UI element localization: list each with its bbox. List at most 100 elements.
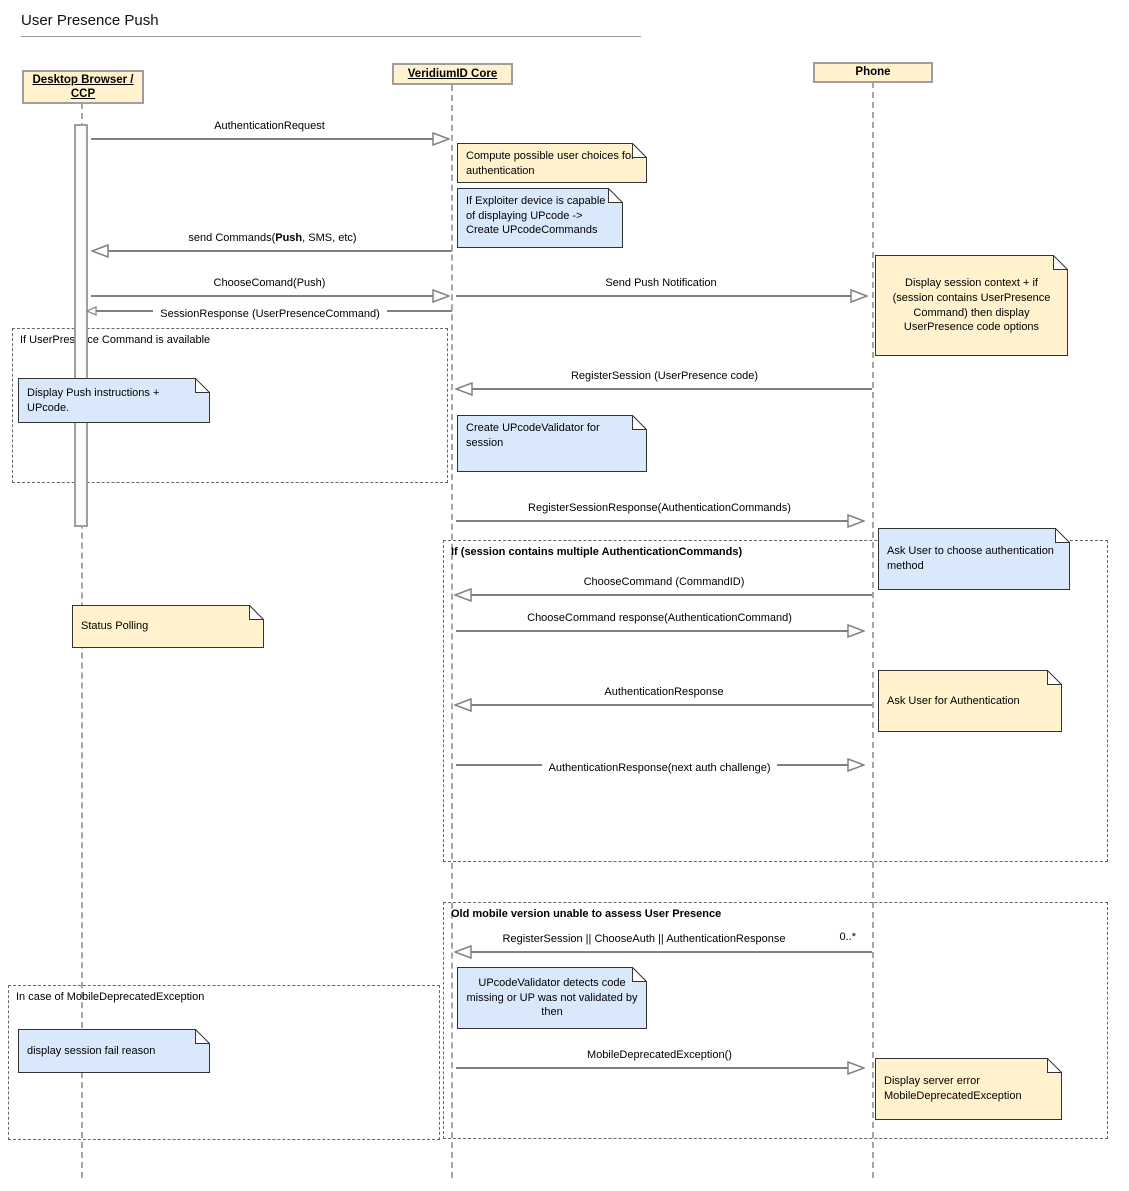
note-exploiter-device-upcode: If Exploiter device is capable of displa… [457,188,623,248]
message-line [456,295,866,297]
arrowhead-right-icon [847,624,865,638]
note-create-upcode-validator: Create UPcodeValidator for session [457,415,647,472]
note-compute-user-choices: Compute possible user choices for authen… [457,143,647,183]
message-label: ChooseCommand response(AuthenticationCom… [527,612,792,624]
note-text: Ask User for Authentication [887,694,1020,707]
note-text: If Exploiter device is capable of displa… [466,195,606,237]
note-fold-icon [632,415,647,430]
note-fold-icon [632,143,647,158]
message-label: AuthenticationResponse(next auth challen… [456,762,863,774]
fragment-label: If UserPresence Command is available [20,334,211,346]
message-register-session-or-chooseauth: RegisterSession || ChooseAuth || Authent… [454,921,872,959]
diagram-title: User Presence Push [21,12,159,29]
arrowhead-right-icon [847,514,865,528]
message-line [91,138,448,140]
note-fold-icon [1055,528,1070,543]
note-display-session-context: Display session context + if (session co… [875,255,1068,356]
message-authentication-response: AuthenticationResponse [454,674,872,712]
note-fold-icon [632,967,647,982]
note-text: Display session context + if (session co… [892,277,1051,334]
message-label: RegisterSession (UserPresence code) [570,370,759,382]
arrowhead-right-icon [432,132,450,146]
actor-label: Phone [855,66,891,79]
arrowhead-left-icon [455,382,473,396]
note-fold-icon [249,605,264,620]
message-label: ChooseCommand (CommandID) [583,576,745,588]
message-label: SessionResponse (UserPresenceCommand) [88,308,452,320]
note-fold-icon [1047,670,1062,685]
note-text: Status Polling [81,620,149,633]
message-line [91,295,448,297]
message-send-commands: send Commands(Push, SMS, etc) [91,220,452,258]
activation-bar-desktop [74,124,88,527]
arrowhead-right-icon [432,289,450,303]
note-fold-icon [195,378,210,393]
note-ask-user-choose-method: Ask User to choose authentication method [878,528,1070,590]
message-line [456,520,863,522]
note-text: display session fail reason [27,1044,156,1057]
lifeline-phone [872,82,874,1178]
arrowhead-left-icon [454,698,472,712]
message-mobile-deprecated-exception: MobileDeprecatedException() [456,1037,865,1075]
lifeline-core [451,85,453,1178]
arrowhead-left-icon [91,244,109,258]
message-line [456,630,863,632]
note-display-server-error: Display server error MobileDeprecatedExc… [875,1058,1062,1120]
fragment-if-userpresence-available: If UserPresence Command is available [12,328,448,483]
fragment-label: In case of MobileDeprecatedException [16,991,205,1003]
fragment-label: Old mobile version unable to assess User… [451,908,722,920]
note-fold-icon [1047,1058,1062,1073]
message-choose-command-response: ChooseCommand response(AuthenticationCom… [456,600,865,638]
fragment-label: If (session contains multiple Authentica… [451,546,743,558]
actor-label: VeridiumID Core [407,67,498,80]
actor-label: Desktop Browser / [32,73,134,86]
message-authentication-response-next-challenge: AuthenticationResponse(next auth challen… [456,734,865,774]
message-session-response: SessionResponse (UserPresenceCommand) [86,280,452,320]
note-text: Display Push instructions + UPcode. [27,386,160,414]
message-label: ChooseComand(Push) [213,277,326,289]
message-authentication-request: AuthenticationRequest [91,108,450,146]
actor-label: CCP [70,88,96,100]
note-display-push-instructions: Display Push instructions + UPcode. [18,378,210,423]
note-display-session-fail-reason: display session fail reason [18,1029,210,1073]
message-label: AuthenticationRequest [214,120,325,132]
actor-head-veridiumid-core: VeridiumID Core [392,63,513,85]
message-line [456,704,872,706]
note-upcode-validator-detects: UPcodeValidator detects code missing or … [457,967,647,1029]
message-choose-command: ChooseCommand (CommandID) [454,564,872,602]
message-send-push-notification: Send Push Notification [456,265,868,303]
arrowhead-left-icon [454,945,472,959]
note-status-polling: Status Polling [72,605,264,648]
multiplicity-label: 0..* [839,931,856,943]
arrowhead-left-icon [86,306,97,316]
message-line [457,388,872,390]
message-label: send Commands(Push, SMS, etc) [188,232,357,244]
message-register-session-response: RegisterSessionResponse(AuthenticationCo… [456,490,865,528]
message-register-session: RegisterSession (UserPresence code) [455,358,872,396]
note-text: UPcodeValidator detects code missing or … [466,977,638,1019]
arrowhead-right-icon [847,758,865,772]
arrowhead-left-icon [454,588,472,602]
message-line [456,951,872,953]
message-label: RegisterSession || ChooseAuth || Authent… [502,933,786,945]
arrowhead-right-icon [847,1061,865,1075]
message-line [93,250,452,252]
note-text: Compute possible user choices for authen… [466,150,635,177]
note-ask-user-for-authentication: Ask User for Authentication [878,670,1062,732]
note-text: Create UPcodeValidator for session [466,422,600,449]
actor-head-desktop-browser: Desktop Browser / CCP [22,70,144,104]
message-label: AuthenticationResponse [604,686,724,698]
note-fold-icon [1053,255,1068,270]
arrowhead-right-icon [850,289,868,303]
fragment-mobile-deprecated-exception: In case of MobileDeprecatedException [8,985,440,1140]
message-choose-comand-push: ChooseComand(Push) [91,265,450,303]
fragment-old-mobile-version: Old mobile version unable to assess User… [443,902,1108,1139]
message-line [456,1067,863,1069]
note-fold-icon [195,1029,210,1044]
message-label: MobileDeprecatedException() [587,1049,732,1061]
message-line [456,594,872,596]
note-fold-icon [608,188,623,203]
message-label: RegisterSessionResponse(AuthenticationCo… [528,502,791,514]
fragment-if-multiple-commands: If (session contains multiple Authentica… [443,540,1108,862]
